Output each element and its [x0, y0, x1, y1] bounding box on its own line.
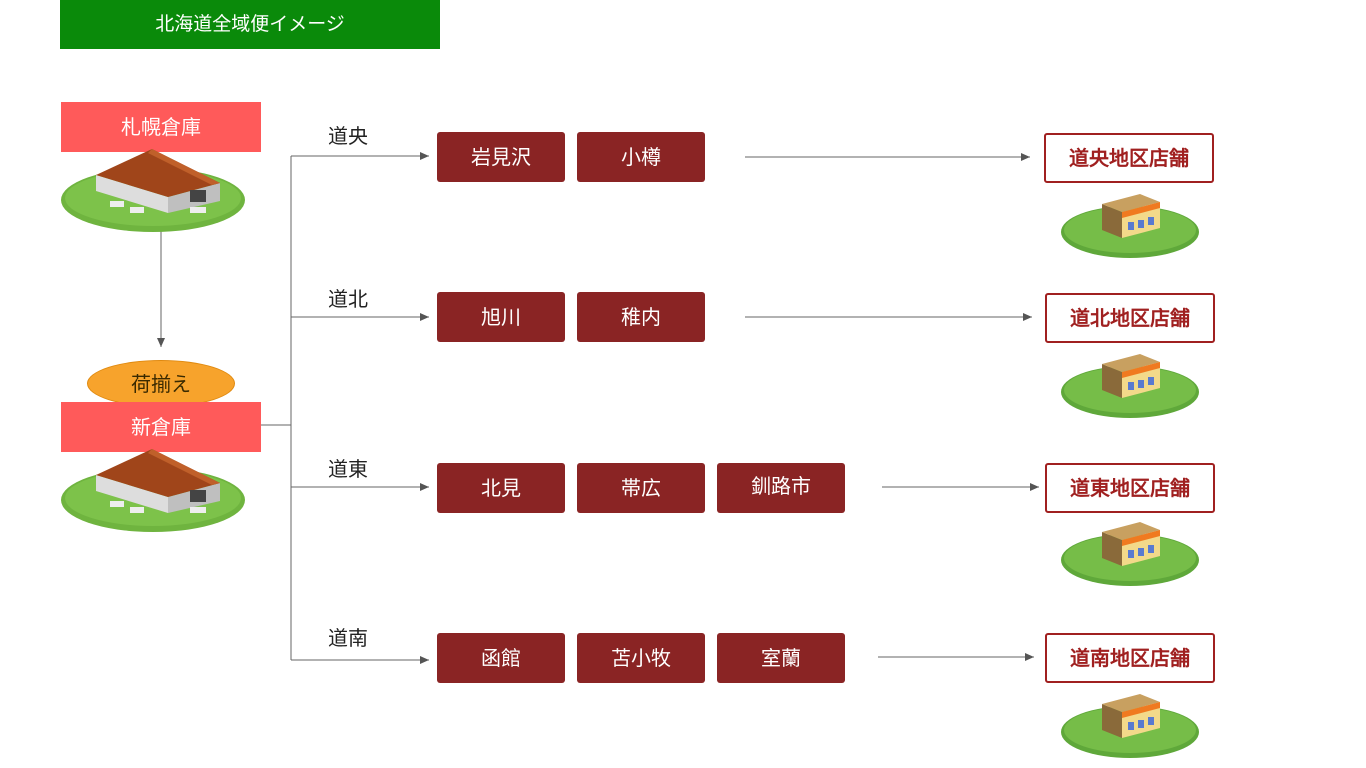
- store-label-central: 道央地区店舗: [1044, 133, 1214, 183]
- warehouse-icon: [61, 449, 245, 532]
- region-label-central: 道央: [328, 124, 368, 148]
- city-box: 室蘭: [717, 633, 845, 683]
- region-label-east: 道東: [328, 457, 368, 481]
- page-title: 北海道全域便イメージ: [60, 0, 440, 49]
- city-box: 釧路市: [717, 463, 845, 513]
- city-box: 旭川: [437, 292, 565, 342]
- sapporo-warehouse-label: 札幌倉庫: [61, 102, 261, 152]
- store-icon: [1061, 694, 1199, 758]
- sorting-badge: 荷揃え: [87, 360, 235, 407]
- city-box: 小樽: [577, 132, 705, 182]
- store-icon: [1061, 354, 1199, 418]
- region-label-north: 道北: [328, 287, 368, 311]
- new-warehouse-label: 新倉庫: [61, 402, 261, 452]
- city-box: 帯広: [577, 463, 705, 513]
- store-label-east: 道東地区店舗: [1045, 463, 1215, 513]
- region-label-south: 道南: [328, 626, 368, 650]
- store-icon: [1061, 194, 1199, 258]
- city-box: 北見: [437, 463, 565, 513]
- store-label-south: 道南地区店舗: [1045, 633, 1215, 683]
- city-box: 岩見沢: [437, 132, 565, 182]
- store-label-north: 道北地区店舗: [1045, 293, 1215, 343]
- store-icon: [1061, 522, 1199, 586]
- city-box: 函館: [437, 633, 565, 683]
- warehouse-icon: [61, 149, 245, 232]
- city-box: 稚内: [577, 292, 705, 342]
- city-box: 苫小牧: [577, 633, 705, 683]
